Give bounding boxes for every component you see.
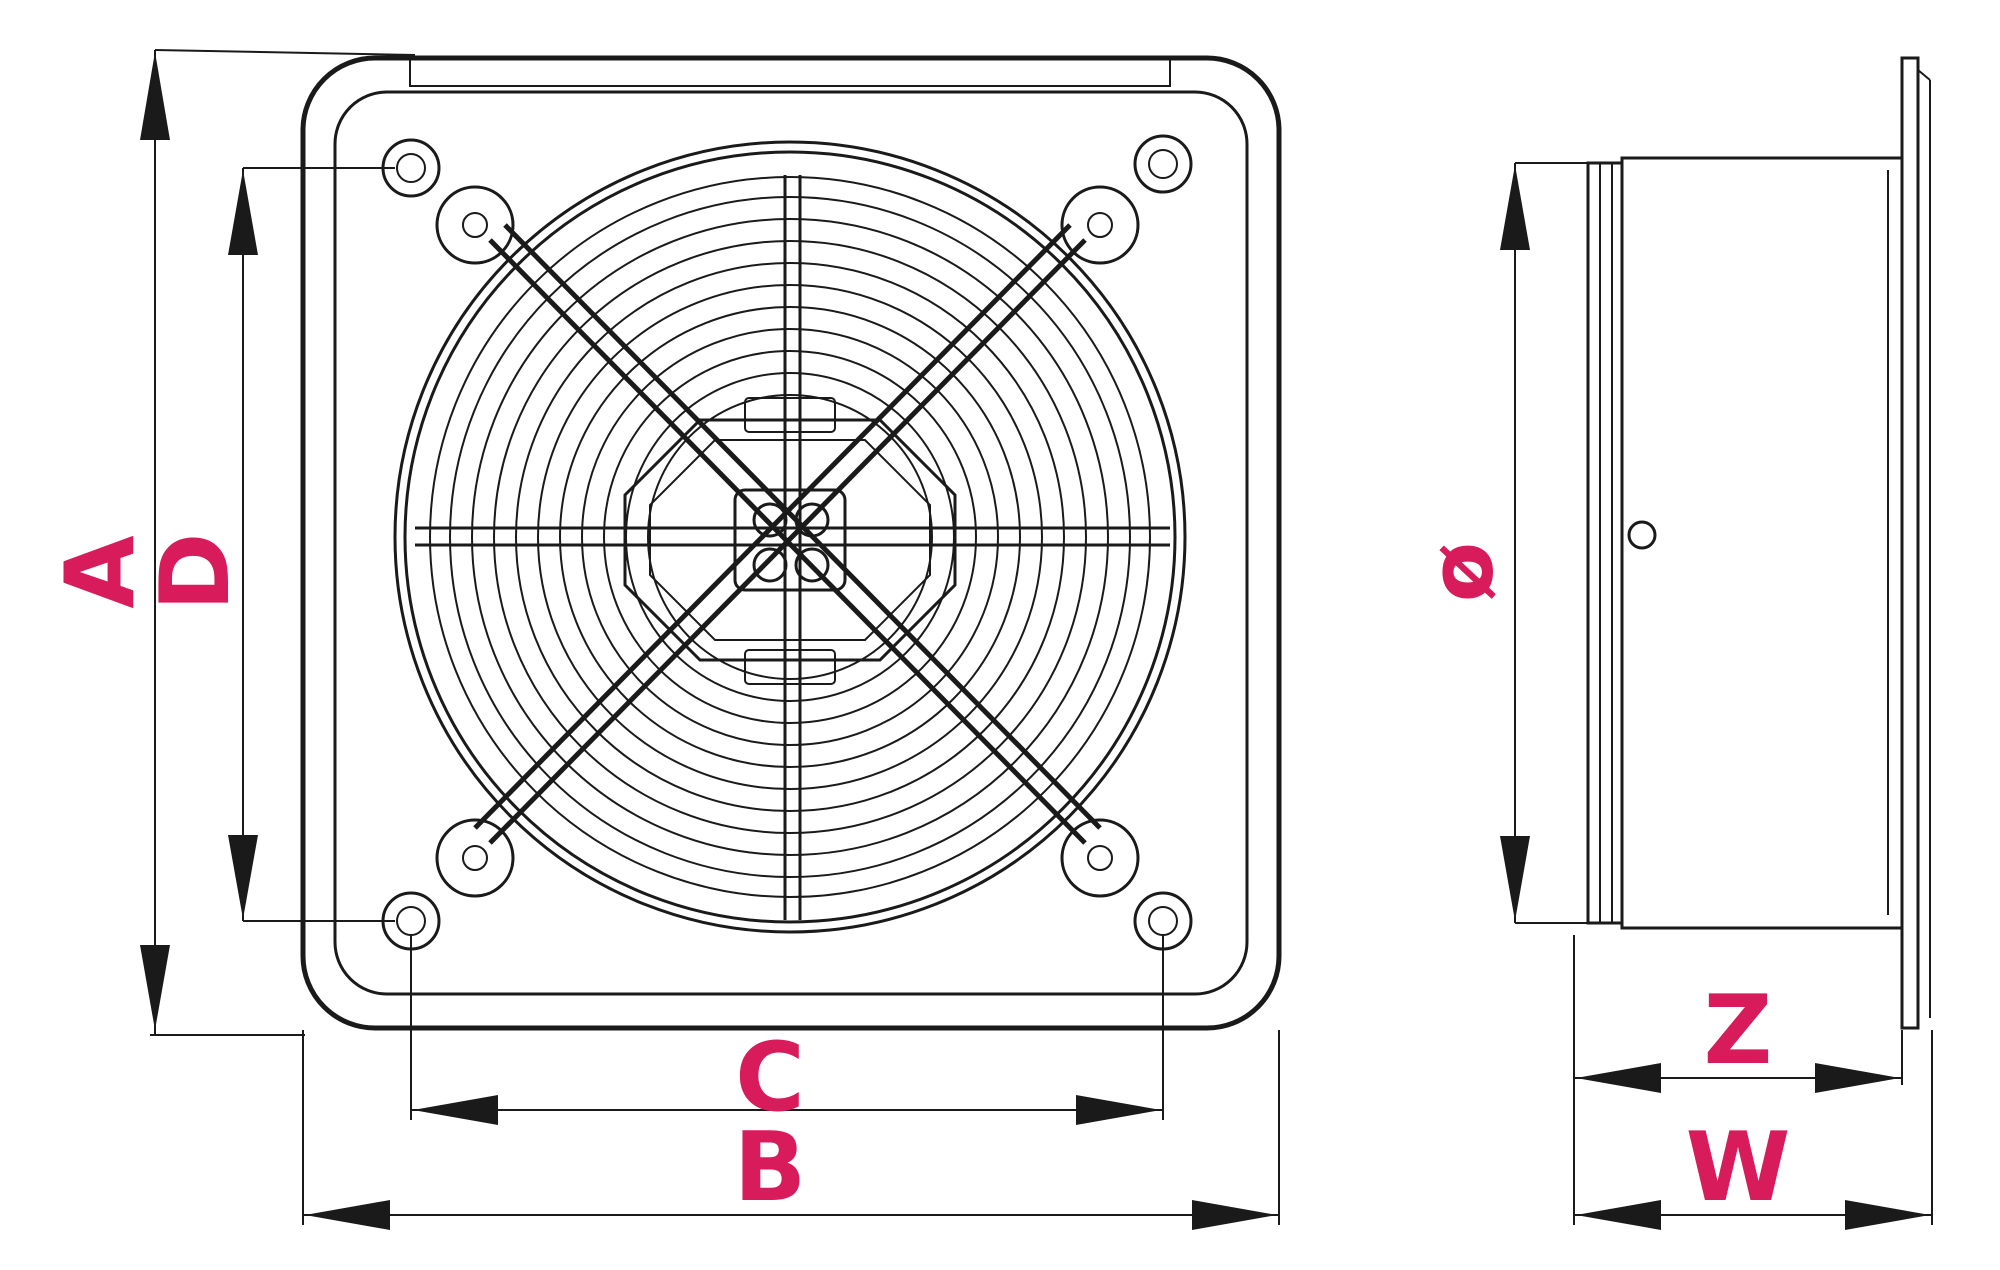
- guard-feet: [435, 185, 1140, 898]
- guard-spokes: [415, 175, 1170, 920]
- label-w: W: [1686, 1113, 1791, 1223]
- mounting-plate-inner: [333, 90, 1249, 996]
- side-ring: [1586, 161, 1624, 925]
- side-view: [1586, 56, 1931, 1030]
- side-plate: [1900, 56, 1920, 1030]
- side-screw: [1627, 520, 1657, 550]
- label-b: B: [734, 1113, 806, 1223]
- guard-ring: [429, 176, 1151, 898]
- label-a: A: [46, 535, 156, 609]
- guard-ring: [449, 196, 1131, 878]
- motor-hub: [623, 397, 957, 685]
- guard-ring: [537, 284, 1043, 790]
- guard-ring: [515, 262, 1065, 812]
- guard-ring: [581, 328, 999, 746]
- side-housing: [1620, 156, 1904, 930]
- guard-ring: [493, 240, 1087, 834]
- front-view: [300, 55, 1282, 1031]
- guard-ring: [603, 350, 977, 724]
- guard-ring: [393, 140, 1187, 934]
- label-d: D: [141, 533, 251, 612]
- mounting-holes: [381, 134, 1193, 951]
- guard-ring: [471, 218, 1109, 856]
- guard-ring: [559, 306, 1021, 768]
- label-diameter: ø: [1410, 542, 1513, 602]
- label-c: C: [735, 1023, 805, 1133]
- mounting-plate-flange: [409, 57, 1171, 87]
- guard-ring: [647, 394, 933, 680]
- guard-ring: [403, 150, 1177, 924]
- dimension-lines: [140, 49, 1933, 1230]
- label-z: Z: [1704, 976, 1773, 1086]
